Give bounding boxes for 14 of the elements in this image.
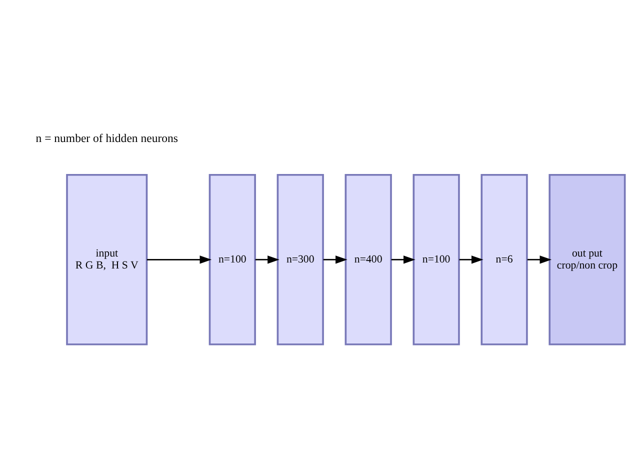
arrow (255, 256, 280, 264)
arrow (459, 256, 484, 264)
node-box: n=400 (344, 174, 392, 346)
arrow (391, 256, 416, 264)
arrow (146, 256, 212, 264)
node-box: input R G B, H S V (66, 174, 148, 346)
arrow (323, 256, 348, 264)
node-box: n=6 (480, 174, 528, 346)
node-box: n=100 (208, 174, 256, 346)
node-box: out put crop/non crop (548, 174, 626, 346)
node-box: n=300 (276, 174, 324, 346)
label: n = number of hidden neurons (36, 132, 178, 146)
node-box: n=100 (412, 174, 460, 346)
arrow (527, 256, 552, 264)
